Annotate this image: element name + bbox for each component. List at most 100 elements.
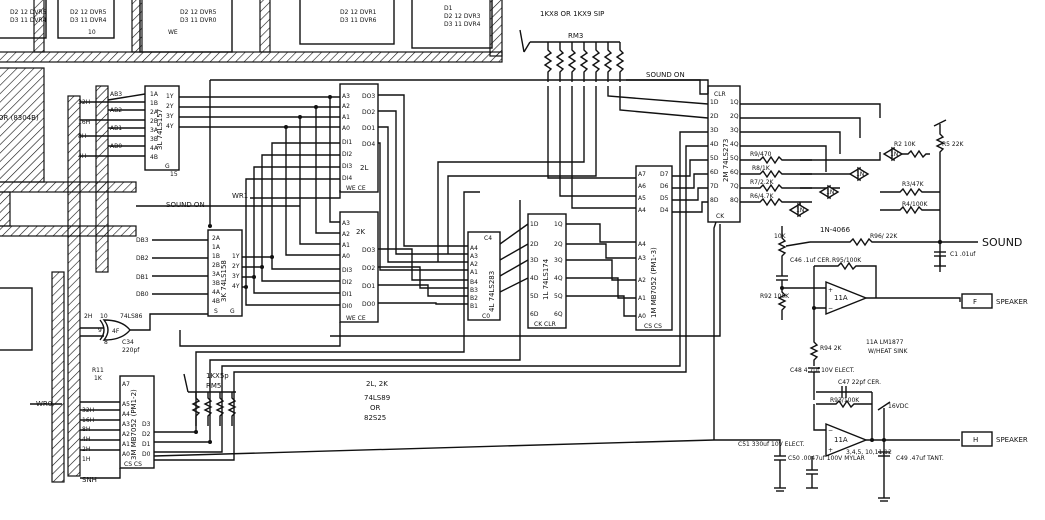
rm5-label: RM5: [206, 382, 221, 390]
svg-text:3B: 3B: [212, 280, 220, 287]
rm5-title: 1KX5p: [206, 372, 229, 380]
svg-text:82S25: 82S25: [364, 414, 386, 422]
svg-text:1A: 1A: [150, 91, 159, 98]
svg-text:DO1: DO1: [362, 283, 375, 290]
svg-text:1N: 1N: [890, 151, 898, 158]
svg-text:A1: A1: [470, 269, 478, 276]
svg-text:4D: 4D: [710, 141, 719, 148]
svg-text:6D: 6D: [530, 311, 539, 318]
svg-text:5D: 5D: [710, 155, 719, 162]
svg-text:OR: OR: [370, 404, 381, 412]
svg-text:A3: A3: [470, 253, 478, 260]
svg-text:3,4,5, 10,11,12: 3,4,5, 10,11,12: [846, 449, 892, 456]
svg-text:1Q: 1Q: [554, 221, 563, 228]
lbl-pin8: 8: [104, 339, 108, 346]
chip-1m-name: 1M MB7052 (PM1-3): [650, 247, 658, 318]
svg-text:6D: 6D: [710, 169, 719, 176]
svg-text:DO0: DO0: [362, 301, 375, 308]
dvr-text-5: 10: [88, 29, 96, 36]
svg-text:1D: 1D: [710, 99, 719, 106]
svg-text:D7: D7: [660, 171, 669, 178]
svg-text:A7: A7: [638, 171, 646, 178]
svg-text:G: G: [230, 308, 235, 315]
memory-note: 2L, 2K 74LS89 OR 82S25: [364, 380, 390, 422]
svg-text:C4: C4: [484, 235, 492, 242]
chip-273-name: 2M 74LS273: [722, 139, 730, 182]
svg-text:DO3: DO3: [362, 247, 375, 254]
c49-label: C49 .47uf TANT.: [896, 455, 944, 462]
svg-text:A7: A7: [122, 381, 130, 388]
dvr-text-9: D2 12 DVR1: [340, 9, 377, 16]
volume-pot: 10K: [774, 226, 811, 264]
svg-text:A3: A3: [638, 255, 646, 262]
r94-label: R94 2K: [820, 345, 843, 352]
svg-text:4A: 4A: [212, 289, 221, 296]
v16-label: 16VDC: [888, 403, 909, 410]
svg-text:A3: A3: [122, 421, 130, 428]
wiring: [30, 79, 721, 479]
svg-text:3D: 3D: [710, 127, 719, 134]
chip-2l-name: 2L: [360, 164, 368, 172]
svg-text:1A: 1A: [212, 244, 221, 251]
svg-text:B4: B4: [470, 279, 478, 286]
svg-text:2L, 2K: 2L, 2K: [366, 380, 388, 388]
svg-text:A5: A5: [122, 401, 130, 408]
svg-text:4D: 4D: [530, 275, 539, 282]
lbl-db0: DB0: [136, 291, 149, 298]
svg-text:8D: 8D: [710, 197, 719, 204]
top-dvr-chip-fragments: D2 12 DVR5 D3 11 DVR4 D2 12 DVR5 D3 11 D…: [0, 0, 503, 63]
svg-text:4F: 4F: [112, 328, 120, 335]
svg-text:1Q: 1Q: [730, 99, 739, 106]
svg-text:A1: A1: [122, 441, 130, 448]
chip-158-name: 3K 74LS158: [220, 260, 228, 302]
resistor-array-rm3: 1KX8 OR 1KX9 SIP RM3: [519, 10, 625, 82]
lbl-2h-left: 2H: [84, 313, 92, 320]
speaker-h-label: SPEAKER: [996, 436, 1028, 444]
lbl-c34: C34: [122, 339, 134, 346]
lbl-sound-on-left: SOUND ON: [166, 201, 205, 209]
svg-text:D3: D3: [142, 421, 151, 428]
svg-text:11A: 11A: [834, 294, 848, 302]
svg-text:4B: 4B: [212, 298, 220, 305]
svg-text:D5: D5: [660, 195, 669, 202]
svg-text:A3: A3: [342, 220, 350, 227]
svg-text:D0: D0: [142, 451, 151, 458]
c48-label: C48 4.7uf 10V ELECT.: [790, 367, 855, 374]
c47-label: C47 22pf CER.: [838, 379, 881, 386]
dvr-text-8: WE: [168, 29, 178, 36]
svg-text:A3: A3: [342, 93, 350, 100]
svg-text:−: −: [828, 427, 833, 434]
svg-text:3Y: 3Y: [166, 113, 174, 120]
lbl-pin10: 10: [100, 313, 108, 320]
svg-text:CS CS: CS CS: [124, 461, 142, 468]
dvr-text-4: D3 11 DVR4: [70, 17, 107, 24]
chip-174-name: 1L 74LS174: [542, 258, 550, 300]
rm3-title: 1KX8 OR 1KX9 SIP: [540, 10, 604, 18]
svg-text:DO4: DO4: [362, 141, 375, 148]
amp-note-2: W/HEAT SINK: [868, 348, 909, 355]
svg-text:A1: A1: [342, 114, 350, 121]
svg-text:5Q: 5Q: [554, 293, 563, 300]
amp-h-stage: C47 22pf CER. R93/100K 11A 3,4,5, 10,11,…: [714, 379, 1028, 502]
dvr-text-7: D3 11 DVR0: [180, 17, 217, 24]
svg-text:DI0: DI0: [342, 303, 352, 310]
dvr-text-13: D3 11 DVR4: [444, 21, 481, 28]
r9-label: R9/470: [750, 151, 772, 158]
svg-text:2Q: 2Q: [554, 241, 563, 248]
svg-text:D2: D2: [142, 431, 151, 438]
r93-label: R93/100K: [830, 397, 860, 404]
svg-text:G: G: [165, 163, 170, 170]
svg-text:1Y: 1Y: [232, 253, 240, 260]
c46-label: C46 .1uf CER.: [790, 257, 831, 264]
svg-text:+: +: [828, 447, 833, 454]
svg-text:CS CS: CS CS: [644, 323, 662, 330]
svg-text:A0: A0: [342, 253, 350, 260]
dvr-text-11: D1: [444, 5, 453, 12]
svg-text:A0: A0: [122, 451, 130, 458]
svg-text:15: 15: [170, 171, 178, 178]
amp-f-stage: C46 .1uf CER. 11A +− F SPEAKER R95/100K …: [760, 257, 1028, 400]
